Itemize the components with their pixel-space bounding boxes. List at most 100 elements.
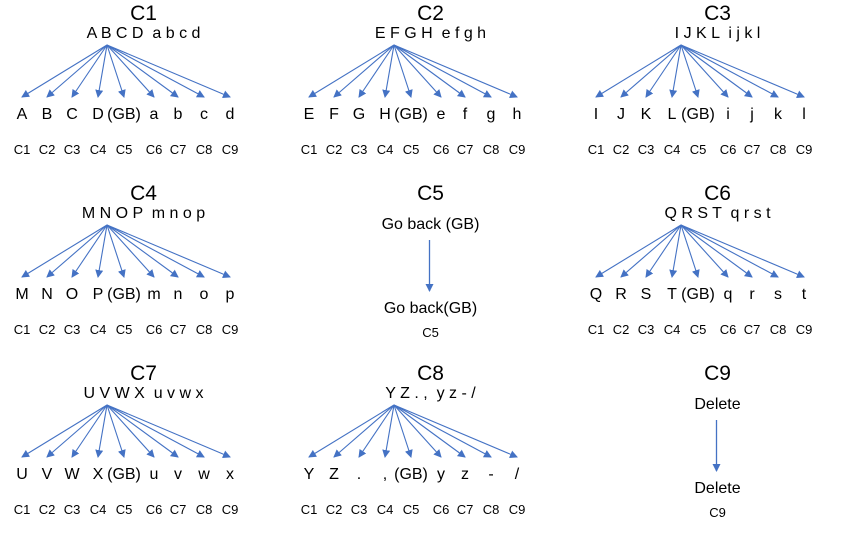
target-label: G <box>352 106 366 123</box>
target-code: C1 <box>587 142 605 157</box>
target-label: H <box>379 106 391 123</box>
target-code: C9 <box>508 502 526 517</box>
target-label: Q <box>589 286 603 303</box>
target-label: v <box>174 466 182 483</box>
arrow <box>308 404 395 458</box>
arrow <box>680 44 805 98</box>
arrows <box>308 404 518 458</box>
target-code: C2 <box>612 142 630 157</box>
target-code: C2 <box>38 322 56 337</box>
target-label: (GB) <box>681 286 715 303</box>
target-label: T <box>667 286 677 303</box>
arrow <box>393 44 518 98</box>
target-label: , <box>382 466 388 483</box>
target-code: C2 <box>325 502 343 517</box>
arrow <box>645 224 682 278</box>
arrow <box>595 44 682 98</box>
target-code: C9 <box>221 142 239 157</box>
arrow <box>106 44 126 98</box>
target-code: C1 <box>300 502 318 517</box>
arrow <box>680 44 753 98</box>
arrow <box>333 404 395 458</box>
target-code: C8 <box>195 142 213 157</box>
target-code: C7 <box>169 142 187 157</box>
arrow <box>680 44 729 98</box>
target-label: C <box>66 106 78 123</box>
source-characters: Q R S T q r s t <box>664 205 771 222</box>
source-label: Go back (GB) <box>381 216 480 233</box>
target-label: Go back(GB) <box>383 300 478 317</box>
arrow <box>358 404 395 458</box>
target-code: C4 <box>89 502 107 517</box>
arrow <box>21 44 108 98</box>
panel-title: C8 <box>417 362 444 385</box>
source-characters: I J K L i j k l <box>674 25 761 42</box>
arrows <box>595 224 805 278</box>
target-code: C8 <box>195 502 213 517</box>
arrow <box>106 404 126 458</box>
target-code: C6 <box>432 502 450 517</box>
arrow <box>106 44 231 98</box>
target-code: C8 <box>482 502 500 517</box>
arrow <box>95 404 108 458</box>
target-label: l <box>802 106 806 123</box>
target-label: N <box>41 286 53 303</box>
target-label: K <box>640 106 652 123</box>
target-label: - <box>488 466 494 483</box>
arrow <box>106 44 179 98</box>
arrow <box>393 404 466 458</box>
arrow <box>358 44 395 98</box>
target-label: R <box>615 286 627 303</box>
target-label: E <box>303 106 315 123</box>
target-code: C7 <box>169 502 187 517</box>
target-label: y <box>437 466 445 483</box>
arrow <box>106 404 155 458</box>
source-characters: A B C D a b c d <box>86 25 201 42</box>
arrow <box>106 404 205 458</box>
arrow <box>46 224 108 278</box>
arrows <box>308 44 518 98</box>
target-code: C1 <box>300 142 318 157</box>
target-label: (GB) <box>394 106 428 123</box>
target-label: i <box>726 106 730 123</box>
target-code: C9 <box>221 502 239 517</box>
target-code: C1 <box>587 322 605 337</box>
target-code: C1 <box>13 142 31 157</box>
arrows <box>21 224 231 278</box>
target-label: t <box>801 286 807 303</box>
arrow <box>382 44 395 98</box>
target-label: p <box>225 286 235 303</box>
arrow <box>680 224 779 278</box>
target-code: C5 <box>402 502 420 517</box>
arrow <box>308 44 395 98</box>
source-characters: M N O P m n o p <box>81 205 206 222</box>
target-code: C5 <box>689 322 707 337</box>
target-label: Z <box>329 466 339 483</box>
panel-title: C6 <box>704 182 731 205</box>
target-label: (GB) <box>681 106 715 123</box>
target-label: x <box>226 466 234 483</box>
target-code: C2 <box>325 142 343 157</box>
target-label: A <box>16 106 28 123</box>
arrow <box>106 224 179 278</box>
target-code: C6 <box>719 142 737 157</box>
target-label: (GB) <box>107 286 141 303</box>
source-characters: U V W X u v w x <box>83 385 204 402</box>
target-label: . <box>356 466 362 483</box>
target-label: z <box>461 466 469 483</box>
target-label: n <box>173 286 183 303</box>
arrow <box>46 404 108 458</box>
target-code: C2 <box>38 142 56 157</box>
target-label: (GB) <box>394 466 428 483</box>
arrow <box>645 44 682 98</box>
target-code: C2 <box>612 322 630 337</box>
target-code: C9 <box>221 322 239 337</box>
source-characters: E F G H e f g h <box>374 25 487 42</box>
target-label: (GB) <box>107 466 141 483</box>
target-code: C4 <box>89 142 107 157</box>
